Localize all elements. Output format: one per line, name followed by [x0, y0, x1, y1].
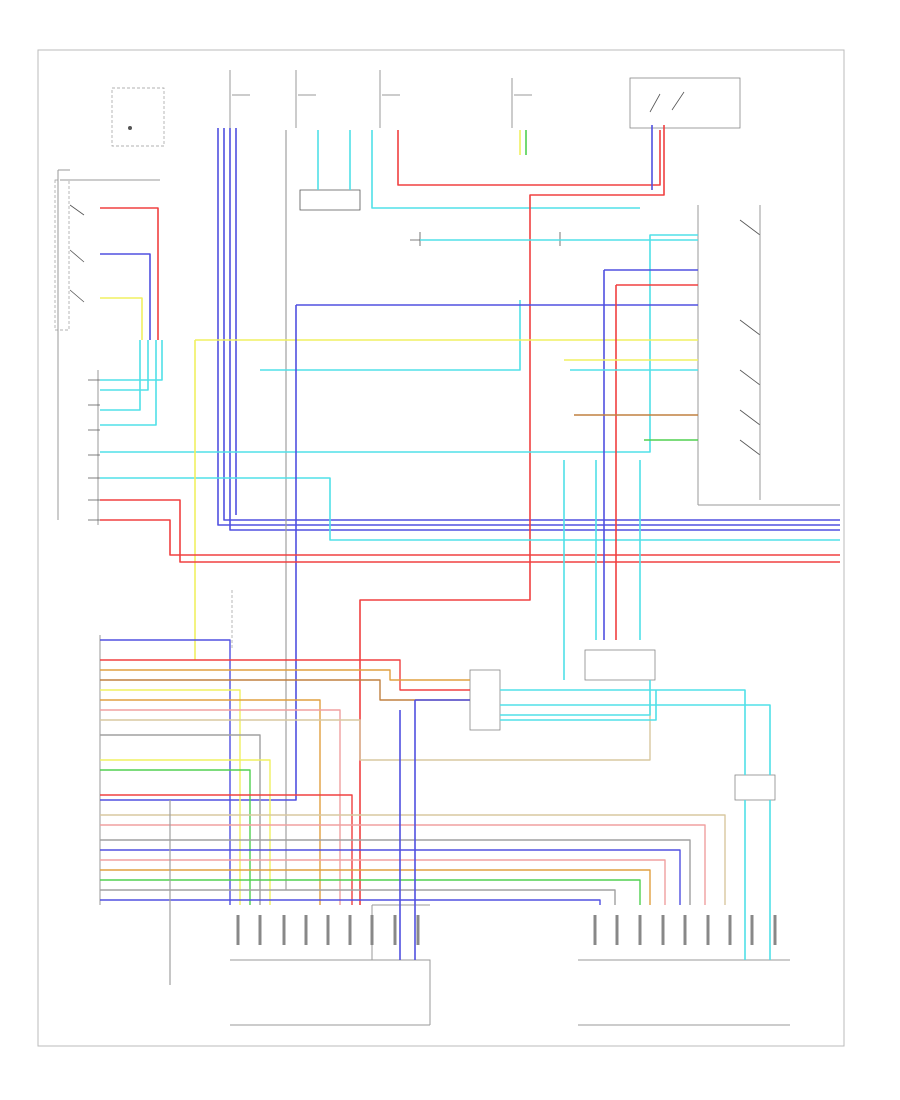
- wire-cyan-mid-1: [100, 234, 698, 453]
- wire-bottom-17: [100, 859, 666, 905]
- wire-bottom-8: [100, 700, 651, 761]
- connector-pin-mark: [750, 915, 754, 945]
- wire-bottom-13: [100, 814, 726, 905]
- wire-bottom-10: [100, 759, 271, 905]
- wire-bottom-19: [100, 879, 641, 905]
- wire-cyan-conn-r1: [500, 689, 746, 775]
- wire-cyan-left-3: [100, 340, 157, 426]
- connector-pin-mark: [393, 915, 397, 945]
- connector-pin-mark: [706, 915, 710, 945]
- wire-cyan-conn-r4: [500, 690, 657, 721]
- wire-bottom-1: [100, 639, 231, 905]
- wire-cyan-left-1: [100, 340, 141, 411]
- wire-bottom-2: [100, 659, 470, 691]
- control-module-left: [99, 590, 233, 905]
- wire-cyan-left-2: [100, 340, 149, 391]
- wire-blue-left: [100, 253, 151, 340]
- wire-cyan-top-3: [371, 130, 640, 209]
- connector-pin-mark: [370, 915, 374, 945]
- top-components: [111, 70, 741, 246]
- wire-bottom-14: [100, 824, 706, 905]
- connector-pin-mark: [348, 915, 352, 945]
- connector-pin-mark: [615, 915, 619, 945]
- wire-bottom-6: [100, 699, 321, 905]
- wire-blue-top-1: [217, 128, 840, 526]
- connector-pin-mark: [661, 915, 665, 945]
- connector-pin-mark: [683, 915, 687, 945]
- connector-pin-mark: [326, 915, 330, 945]
- wire-bottom-3: [100, 669, 470, 681]
- connector-pin-mark: [728, 915, 732, 945]
- wire-cyan-conn-r3: [500, 680, 651, 716]
- wire-blue-top-3: [229, 128, 840, 531]
- fuse-box-top-right: [629, 77, 741, 129]
- switch-block-right: [697, 205, 840, 506]
- wire-red-bottom-2: [100, 499, 840, 563]
- connector-pin-mark: [416, 915, 420, 945]
- wire-red-long: [359, 125, 665, 905]
- wire-bottom-20: [100, 889, 616, 905]
- connector-pin-mark: [773, 915, 777, 945]
- wire-bottom-16: [100, 849, 681, 905]
- wire-bottom-12: [100, 794, 353, 905]
- wire-cyan-mid-3: [260, 300, 521, 371]
- wire-cyan-conn-r2: [500, 704, 771, 775]
- connector-pin-mark: [258, 915, 262, 945]
- bottom-connectors: [230, 904, 790, 1026]
- wire-bottom-7: [100, 709, 341, 905]
- diagram-frame: [37, 49, 845, 1047]
- wire-red-bottom-1: [100, 519, 840, 556]
- connector-pin-mark: [236, 915, 240, 945]
- connector-left-mid: [88, 370, 100, 525]
- wire-bottom-21: [100, 899, 601, 905]
- switch-block-left: [54, 169, 160, 520]
- wire-red-top: [397, 130, 661, 186]
- connector-pin-mark: [593, 915, 597, 945]
- wire-cyan-mid-2: [100, 477, 840, 541]
- wire-harness: [100, 125, 840, 985]
- wire-blue-down: [100, 305, 297, 801]
- wire-bottom-15: [100, 839, 691, 905]
- wire-bottom-9: [100, 734, 261, 905]
- connector-pin-mark: [638, 915, 642, 945]
- wire-bottom-11: [100, 769, 251, 905]
- middle-connectors: [469, 649, 776, 801]
- wire-bottom-18: [100, 869, 651, 905]
- wire-marks: [236, 915, 777, 945]
- connector-pin-mark: [304, 915, 308, 945]
- wire-cyan-left-4: [100, 340, 163, 381]
- wire-red-left: [100, 207, 159, 340]
- connector-pin-mark: [282, 915, 286, 945]
- wire-bottom-5: [100, 689, 241, 905]
- wire-blue-top-2: [223, 128, 840, 521]
- wire-yellow-left: [100, 297, 143, 340]
